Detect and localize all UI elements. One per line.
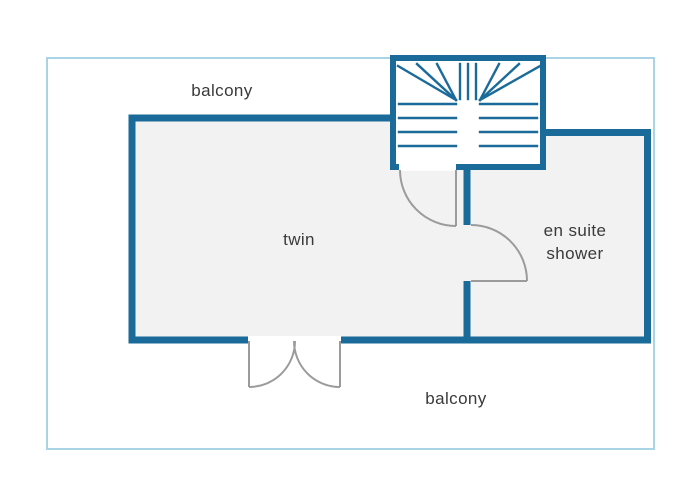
ensuite-label: en suite shower — [543, 221, 607, 263]
door-opening-balcony — [248, 336, 341, 345]
balcony-bottom-label: balcony — [425, 389, 487, 408]
twin-label: twin — [283, 230, 315, 249]
twin-to-balcony-double-door — [248, 340, 341, 388]
balcony-outline — [46, 57, 655, 450]
door-opening-stairs — [399, 163, 456, 171]
door-opening-ensuite — [463, 225, 472, 281]
balcony-top-label: balcony — [191, 81, 253, 100]
stairs-to-twin-door — [399, 169, 457, 227]
twin-to-ensuite-door — [470, 224, 528, 282]
stairs-icon — [396, 62, 542, 148]
